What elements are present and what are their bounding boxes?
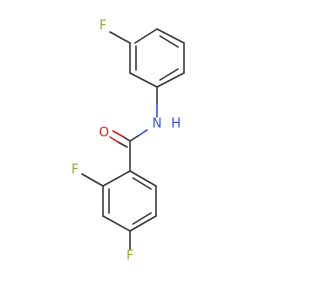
bond	[102, 215, 131, 232]
bond-o	[112, 130, 123, 137]
bond-n	[137, 129, 148, 137]
bond	[156, 28, 185, 44]
bond	[129, 215, 157, 232]
fluorine-label: F	[99, 19, 106, 34]
bond-inner	[159, 35, 179, 48]
atom-labels: F N H O F F	[71, 19, 181, 264]
bond	[129, 135, 139, 142]
bond	[129, 72, 158, 88]
bond	[117, 141, 128, 148]
hydrogen-label: H	[171, 117, 181, 132]
oxygen-label: O	[99, 126, 109, 141]
bond-inner	[132, 177, 152, 190]
bond	[156, 72, 185, 88]
bond-o	[109, 136, 119, 143]
fluorine-label: F	[71, 163, 78, 178]
fluorine-label: F	[126, 249, 133, 264]
molecule-diagram: F N H O F F	[71, 19, 185, 264]
bond	[121, 135, 131, 142]
bond	[129, 170, 157, 187]
bond-inner	[132, 212, 152, 225]
nitrogen-label: N	[152, 117, 162, 132]
bond	[134, 28, 158, 44]
bond-inner	[159, 68, 179, 81]
structure-svg: F N H O F F	[71, 19, 185, 264]
bonds	[81, 28, 185, 250]
bond	[109, 31, 131, 44]
bond	[102, 170, 131, 187]
bond	[81, 173, 104, 187]
